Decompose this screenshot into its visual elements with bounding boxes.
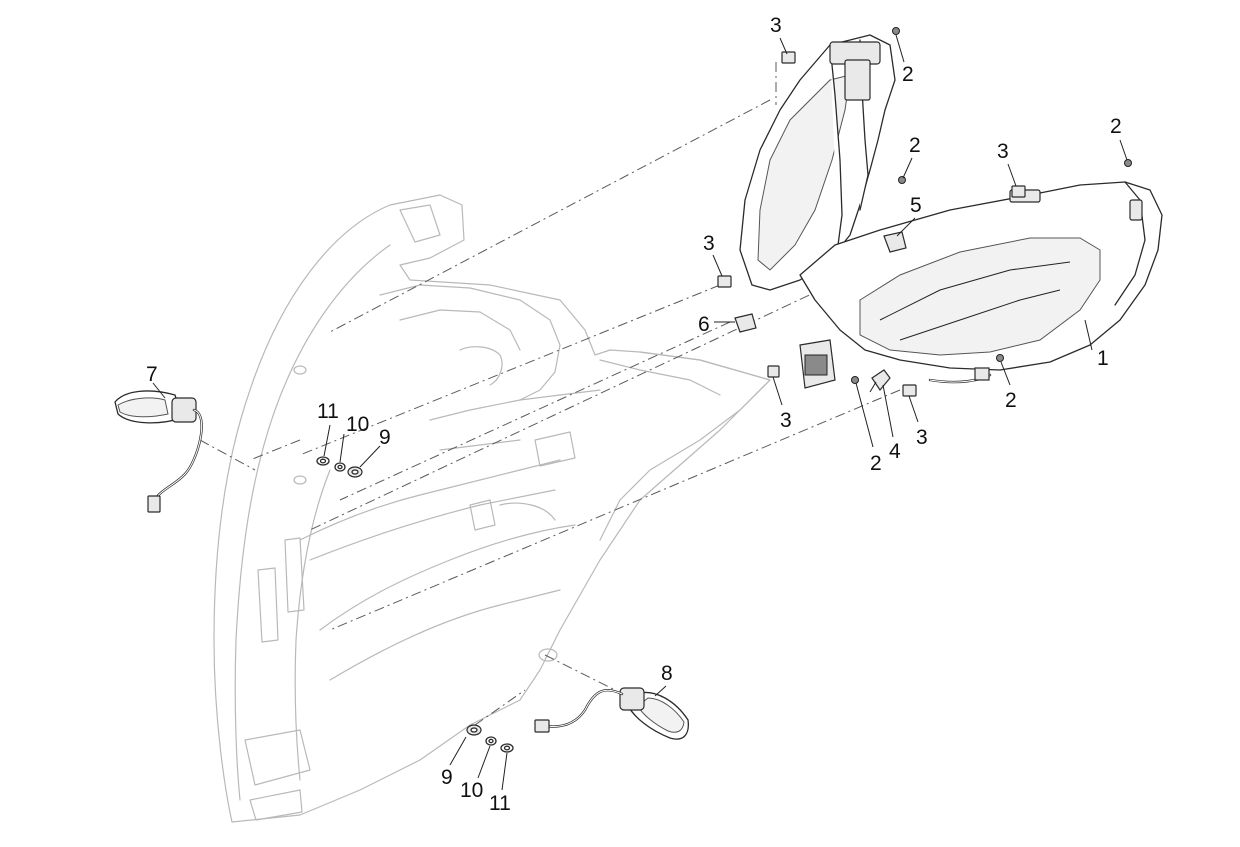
leader-lines: [152, 34, 1128, 791]
headlight-assembly: [739, 34, 1163, 389]
screw-icon: [898, 176, 906, 184]
callout-11: 11: [489, 792, 511, 815]
callout-4: 4: [889, 440, 901, 463]
callout-10: 10: [346, 413, 369, 436]
screw-icon: [996, 354, 1004, 362]
callout-3: 3: [997, 140, 1009, 163]
bulb-holder-icon: [869, 369, 891, 393]
callout-9: 9: [379, 426, 391, 449]
callout-1: 1: [1097, 347, 1109, 370]
callout-3: 3: [770, 14, 782, 37]
clip-icon: [767, 365, 780, 378]
callout-10: 10: [460, 779, 483, 802]
nut-icon: [347, 466, 363, 478]
cap-icon: [883, 231, 907, 253]
callout-2: 2: [870, 452, 882, 475]
clip-icon: [1011, 185, 1026, 198]
callout-9: 9: [441, 766, 453, 789]
fasteners: [316, 27, 1132, 753]
right-turn-signal: [534, 687, 689, 740]
clip-icon: [902, 384, 917, 397]
washer-icon: [334, 462, 346, 472]
callout-5: 5: [910, 194, 922, 217]
callout-3: 3: [780, 409, 792, 432]
left-turn-signal: [114, 390, 203, 513]
screw-icon: [892, 27, 900, 35]
clip-icon: [717, 275, 732, 288]
callout-3: 3: [703, 232, 715, 255]
washer-icon: [500, 743, 514, 753]
callout-2: 2: [909, 134, 921, 157]
callout-7: 7: [146, 363, 158, 386]
callout-2: 2: [1005, 389, 1017, 412]
nut-icon: [466, 724, 482, 736]
washer-icon: [485, 736, 497, 746]
callout-2: 2: [1110, 115, 1122, 138]
callout-6: 6: [698, 313, 710, 336]
clip-icon: [781, 51, 796, 64]
screw-icon: [851, 376, 859, 384]
screw-icon: [1124, 159, 1132, 167]
callout-8: 8: [661, 662, 673, 685]
callout-2: 2: [902, 63, 914, 86]
callout-labels: 1 2 2 2 2 2 3 3 3 3 3 4 5 6 7 8 9 9 10 1…: [146, 14, 1122, 815]
front-shield-ghost: [213, 194, 771, 823]
washer-icon: [316, 456, 330, 466]
connector-icon: [734, 313, 757, 333]
callout-3: 3: [916, 426, 928, 449]
callout-11: 11: [317, 400, 339, 423]
